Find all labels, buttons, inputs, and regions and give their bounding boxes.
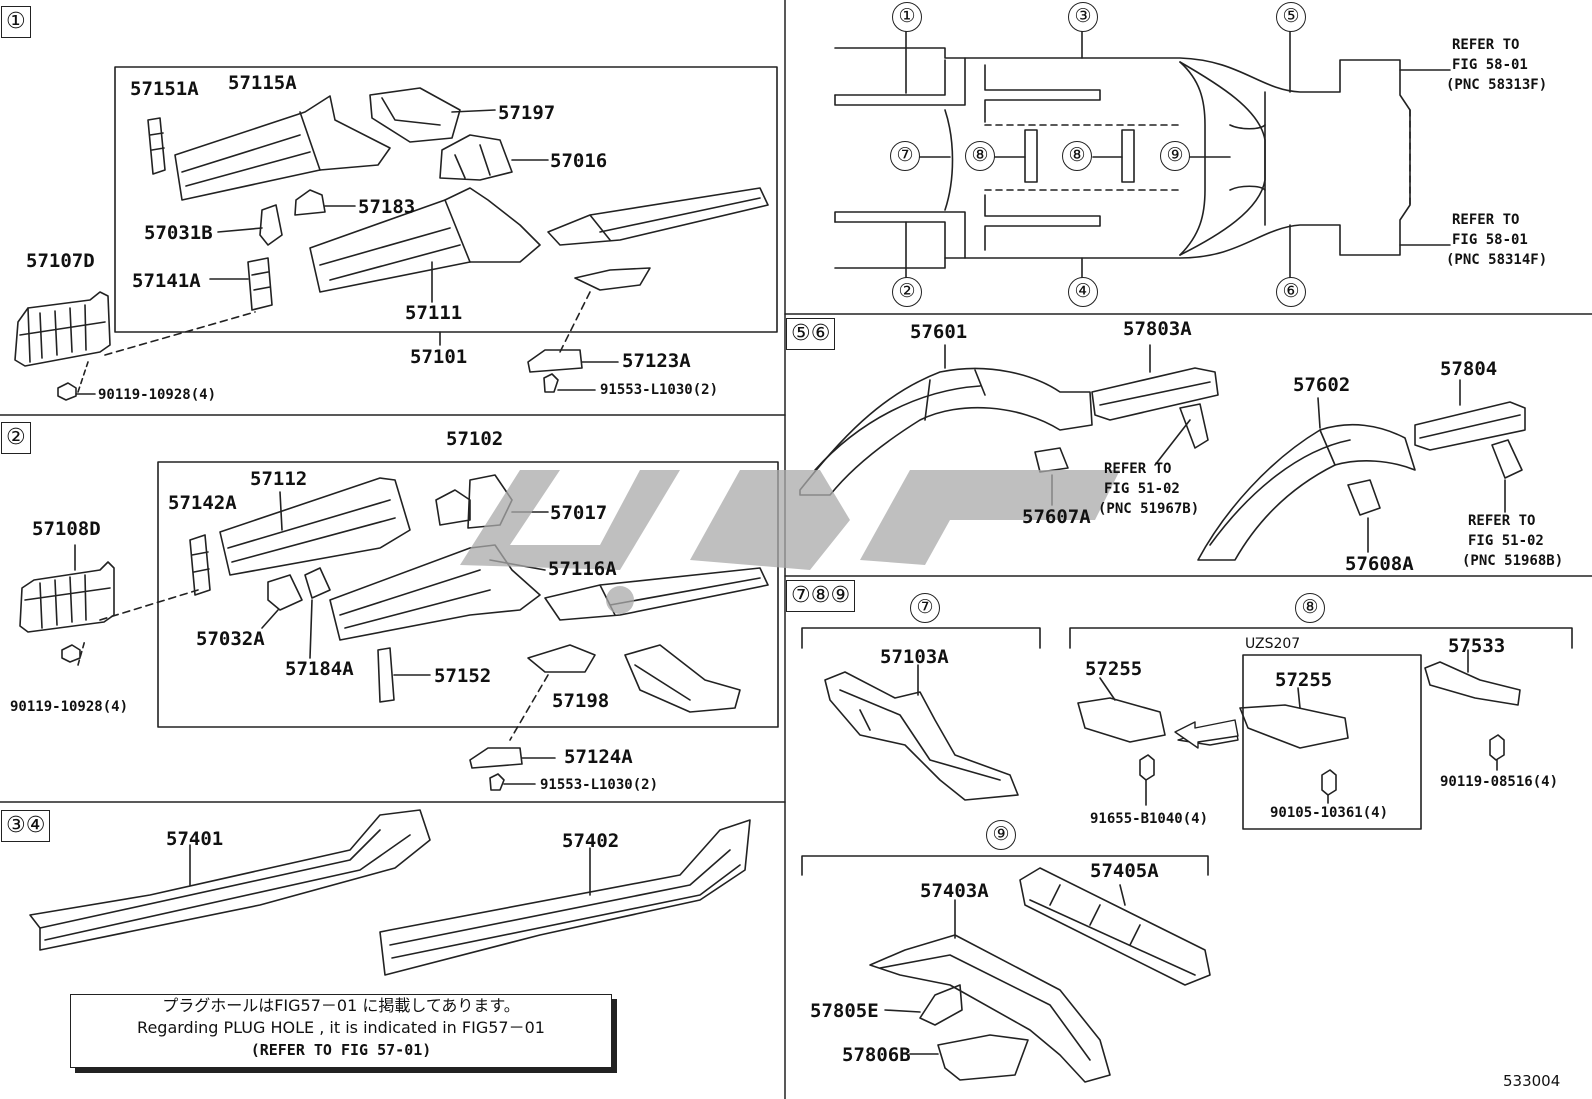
part-57142A[interactable]: 57142A <box>168 492 237 514</box>
part-57601[interactable]: 57601 <box>910 321 968 343</box>
sub-marker-7: ⑦ <box>910 593 940 623</box>
part-57124A[interactable]: 57124A <box>564 746 633 768</box>
overview-marker-6: ⑥ <box>1276 277 1306 307</box>
part-57032A[interactable]: 57032A <box>196 628 265 650</box>
sub-marker-9: ⑨ <box>986 820 1016 850</box>
part-57607A[interactable]: 57607A <box>1022 506 1091 528</box>
note-reference: (REFER TO FIG 57-01) <box>250 1041 432 1059</box>
overview-marker-4: ④ <box>1068 277 1098 307</box>
section-tag-34: ③④ <box>1 810 51 842</box>
refer-bottom-line2: FIG 58-01 <box>1452 232 1528 248</box>
part-57197[interactable]: 57197 <box>498 102 556 124</box>
part-57804[interactable]: 57804 <box>1440 358 1498 380</box>
part-57016[interactable]: 57016 <box>550 150 608 172</box>
floor-overview-drawing <box>834 29 1451 291</box>
bolt-90119-10928-s1[interactable]: 90119-10928(4) <box>98 387 217 403</box>
section2-parts-drawing <box>19 474 769 791</box>
part-57107D[interactable]: 57107D <box>26 250 95 272</box>
refer-bottom-line1: REFER TO <box>1452 212 1520 228</box>
part-57031B[interactable]: 57031B <box>144 222 213 244</box>
part-57198[interactable]: 57198 <box>552 690 610 712</box>
part-57183[interactable]: 57183 <box>358 196 416 218</box>
section-tag-2: ② <box>1 422 31 454</box>
section1-parts-drawing <box>14 87 769 401</box>
note-japanese: プラグホールはFIG57－01 に掲載してあります。 <box>162 996 520 1015</box>
part-57255-uzs207[interactable]: 57255 <box>1275 669 1333 691</box>
refer-51967B-line1: REFER TO <box>1104 461 1172 477</box>
part-57255-std[interactable]: 57255 <box>1085 658 1143 680</box>
bolt-91553-L1030-s2[interactable]: 91553-L1030(2) <box>540 777 659 793</box>
overview-marker-1: ① <box>892 2 922 32</box>
part-57123A[interactable]: 57123A <box>622 350 691 372</box>
part-57402[interactable]: 57402 <box>562 830 620 852</box>
bolt-90119-10928-s2[interactable]: 90119-10928(4) <box>10 699 129 715</box>
refer-51968B-line1: REFER TO <box>1468 513 1536 529</box>
part-57401[interactable]: 57401 <box>166 828 224 850</box>
part-57533[interactable]: 57533 <box>1448 635 1506 657</box>
overview-marker-8b: ⑧ <box>1062 141 1092 171</box>
part-57805E[interactable]: 57805E <box>810 1000 879 1022</box>
part-57184A[interactable]: 57184A <box>285 658 354 680</box>
overview-marker-9: ⑨ <box>1160 141 1190 171</box>
refer-51968B-line3: (PNC 51968B) <box>1462 553 1564 569</box>
sub-marker-8: ⑧ <box>1295 593 1325 623</box>
overview-marker-8a: ⑧ <box>965 141 995 171</box>
part-57602[interactable]: 57602 <box>1293 374 1351 396</box>
refer-51968B-line2: FIG 51-02 <box>1468 533 1544 549</box>
section34-parts-drawing <box>29 809 751 976</box>
part-57152[interactable]: 57152 <box>434 665 492 687</box>
part-57108D[interactable]: 57108D <box>32 518 101 540</box>
part-57102[interactable]: 57102 <box>446 428 504 450</box>
plug-hole-note: プラグホールはFIG57－01 に掲載してあります。 Regarding PLU… <box>70 994 612 1068</box>
refer-top-line2: FIG 58-01 <box>1452 57 1528 73</box>
part-57803A[interactable]: 57803A <box>1123 318 1192 340</box>
part-57403A[interactable]: 57403A <box>920 880 989 902</box>
bolt-91553-L1030-s1[interactable]: 91553-L1030(2) <box>600 382 719 398</box>
part-57112[interactable]: 57112 <box>250 468 308 490</box>
section789-parts-drawing <box>824 649 1521 1083</box>
part-57151A[interactable]: 57151A <box>130 78 199 100</box>
bolt-90105-10361[interactable]: 90105-10361(4) <box>1270 805 1389 821</box>
refer-top-line3: (PNC 58313F) <box>1446 77 1548 93</box>
watermark-logo <box>460 470 1120 614</box>
part-57116A[interactable]: 57116A <box>548 558 617 580</box>
overview-marker-5: ⑤ <box>1276 2 1306 32</box>
part-57101[interactable]: 57101 <box>410 346 468 368</box>
refer-51967B-line3: (PNC 51967B) <box>1098 501 1200 517</box>
part-57103A[interactable]: 57103A <box>880 646 949 668</box>
part-57806B[interactable]: 57806B <box>842 1044 911 1066</box>
part-57111[interactable]: 57111 <box>405 302 463 324</box>
refer-51967B-line2: FIG 51-02 <box>1104 481 1180 497</box>
part-57017[interactable]: 57017 <box>550 502 608 524</box>
bolt-90119-08516[interactable]: 90119-08516(4) <box>1440 774 1559 790</box>
part-57405A[interactable]: 57405A <box>1090 860 1159 882</box>
bolt-91655-B1040[interactable]: 91655-B1040(4) <box>1090 811 1209 827</box>
part-57115A[interactable]: 57115A <box>228 72 297 94</box>
overview-marker-2: ② <box>892 277 922 307</box>
note-english: Regarding PLUG HOLE , it is indicated in… <box>137 1018 545 1037</box>
part-57141A[interactable]: 57141A <box>132 270 201 292</box>
overview-marker-7: ⑦ <box>890 141 920 171</box>
section-tag-1: ① <box>1 6 31 38</box>
refer-bottom-line3: (PNC 58314F) <box>1446 252 1548 268</box>
section-tag-789: ⑦⑧⑨ <box>786 580 856 612</box>
overview-marker-3: ③ <box>1068 2 1098 32</box>
variant-uzs207: UZS207 <box>1245 636 1301 652</box>
figure-id: 533004 <box>1503 1072 1561 1090</box>
section-tag-56: ⑤⑥ <box>786 318 836 350</box>
part-57608A[interactable]: 57608A <box>1345 553 1414 575</box>
refer-top-line1: REFER TO <box>1452 37 1520 53</box>
